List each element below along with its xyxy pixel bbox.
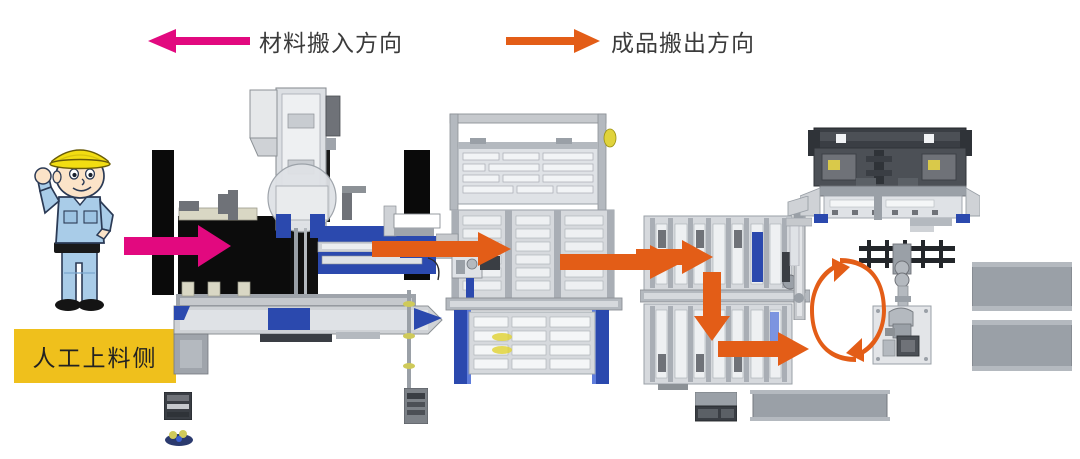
gantry-machining-center	[146, 86, 446, 386]
robot-arm-icon	[859, 240, 955, 365]
floor-fixture	[164, 428, 194, 448]
plate-stack-icon	[971, 262, 1073, 311]
arrow-down-icon	[694, 272, 730, 341]
outfeed-arrow	[718, 332, 810, 371]
vertical-storage-rack	[435, 112, 630, 390]
operator-figure	[18, 143, 136, 318]
legend: 材料搬入方向 成品搬出方向	[0, 0, 1080, 78]
finished-stack-upper	[971, 262, 1073, 312]
manual-loading-side-callout: 人工上料侧	[14, 329, 176, 383]
gantry-machine-icon	[152, 87, 443, 375]
press-brake	[799, 126, 981, 238]
legend-item-material-infeed: 材料搬入方向	[146, 24, 403, 58]
arrow-right-icon	[124, 225, 231, 267]
infeed-arrow	[124, 225, 232, 272]
descend-arrow	[694, 272, 730, 347]
arrow-right-icon	[372, 232, 511, 266]
arrow-left-icon	[148, 29, 250, 53]
rail-icon	[785, 195, 813, 267]
control-cabinet-left	[403, 387, 429, 425]
control-cabinet-right	[694, 391, 738, 422]
cycle-arrows-icon	[810, 258, 886, 362]
cabinet-icon	[694, 391, 738, 422]
legend-item-product-outfeed: 成品搬出方向	[506, 24, 755, 58]
arrow-right-icon	[718, 332, 809, 366]
handling-robot	[855, 236, 965, 366]
conveyor-plate	[750, 390, 890, 422]
floor-cabinet	[163, 391, 193, 421]
press-brake-icon	[799, 127, 981, 232]
arrow-right-icon	[506, 29, 600, 53]
storage-rack-icon	[435, 113, 623, 384]
transfer-arrow-3	[636, 240, 714, 279]
cabinet-icon	[403, 387, 429, 425]
press-infeed-rail	[785, 195, 813, 267]
recirculate-arrow	[810, 258, 886, 367]
legend-label: 材料搬入方向	[259, 31, 403, 56]
alignment-post	[402, 290, 416, 390]
post-icon	[403, 290, 415, 390]
conveyor-icon	[750, 390, 890, 421]
worker-icon	[34, 149, 114, 311]
arrow-right-icon	[636, 240, 713, 274]
callout-label: 人工上料侧	[32, 346, 158, 371]
transfer-arrow-1	[372, 232, 512, 271]
legend-label: 成品搬出方向	[611, 31, 755, 56]
plate-stack-icon	[971, 320, 1073, 371]
finished-stack-lower	[971, 320, 1073, 372]
fixture-icon	[165, 430, 193, 446]
cabinet-icon	[163, 391, 193, 421]
